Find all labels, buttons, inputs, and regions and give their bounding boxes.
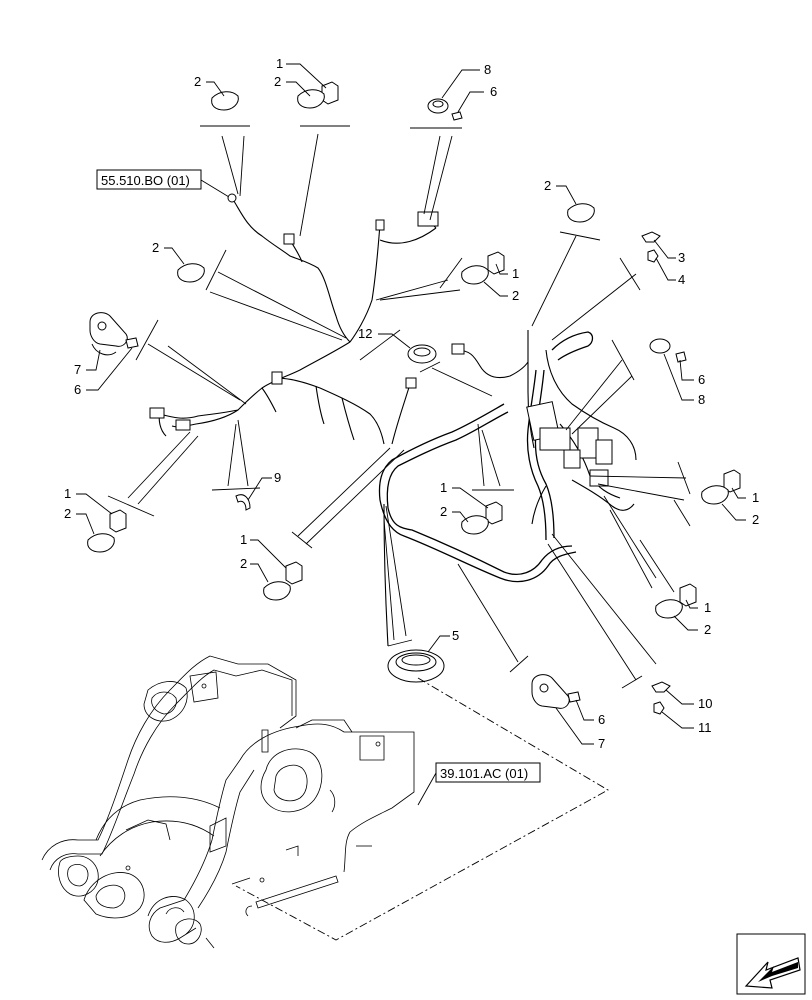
ref-box-39-101-ac[interactable]: 39.101.AC (01) — [417, 762, 541, 806]
callout-6: 6 — [74, 382, 81, 397]
callout-10: 10 — [698, 696, 712, 711]
callout-2: 2 — [440, 504, 447, 519]
bracket-part-7-left — [89, 312, 139, 356]
callout-3: 3 — [678, 250, 685, 265]
callout-1: 1 — [752, 490, 759, 505]
ref-box-55-510-bo[interactable]: 55.510.BO (01) — [96, 169, 230, 198]
tie-part-2-right-top — [567, 203, 661, 263]
callout-6: 6 — [698, 372, 705, 387]
ref-label-top: 55.510.BO (01) — [101, 173, 190, 188]
grommet-part-8-top — [427, 98, 463, 121]
clip-parts-lower-left — [87, 501, 503, 601]
callout-9: 9 — [274, 470, 281, 485]
hose-part-9 — [235, 494, 251, 511]
tie-part-2-left-mid — [177, 251, 505, 285]
callout-12: 12 — [358, 326, 372, 341]
callout-8: 8 — [484, 62, 491, 77]
loader-frame — [41, 655, 415, 949]
callout-2: 2 — [64, 506, 71, 521]
callout-1: 1 — [704, 600, 711, 615]
position-indicator-line — [235, 677, 609, 941]
callout-11: 11 — [698, 720, 712, 735]
callout-2: 2 — [274, 74, 281, 89]
callout-1: 1 — [276, 56, 283, 71]
callout-7: 7 — [598, 736, 605, 751]
grommet-part-8-right — [649, 338, 687, 363]
callout-2: 2 — [704, 622, 711, 637]
callout-2: 2 — [544, 178, 551, 193]
callout-8: 8 — [698, 392, 705, 407]
main-harness — [149, 193, 637, 647]
callout-2: 2 — [152, 240, 159, 255]
callout-7: 7 — [74, 362, 81, 377]
callout-labels: 1 2 2 8 6 2 3 4 2 1 2 12 7 6 6 8 9 1 2 1… — [64, 56, 759, 751]
callout-2: 2 — [512, 288, 519, 303]
callout-ticks — [107, 125, 691, 689]
callout-1: 1 — [512, 266, 519, 281]
callout-1: 1 — [240, 532, 247, 547]
callout-5: 5 — [452, 628, 459, 643]
callout-1: 1 — [64, 486, 71, 501]
callout-leaders — [76, 63, 746, 745]
grommet-part-12 — [407, 344, 437, 364]
ref-label-bottom: 39.101.AC (01) — [440, 766, 528, 781]
callout-6: 6 — [490, 84, 497, 99]
leader-lines — [127, 133, 687, 681]
callout-2: 2 — [752, 512, 759, 527]
callout-2: 2 — [194, 74, 201, 89]
callout-2: 2 — [240, 556, 247, 571]
bracket-part-7-bottom — [531, 674, 581, 709]
callout-1: 1 — [440, 480, 447, 495]
grommet-part-5 — [387, 649, 445, 683]
clip-parts-right — [655, 469, 741, 619]
part-10-11 — [651, 681, 671, 715]
callout-4: 4 — [678, 272, 685, 287]
arrow-left-icon[interactable] — [736, 933, 806, 995]
callout-6: 6 — [598, 712, 605, 727]
